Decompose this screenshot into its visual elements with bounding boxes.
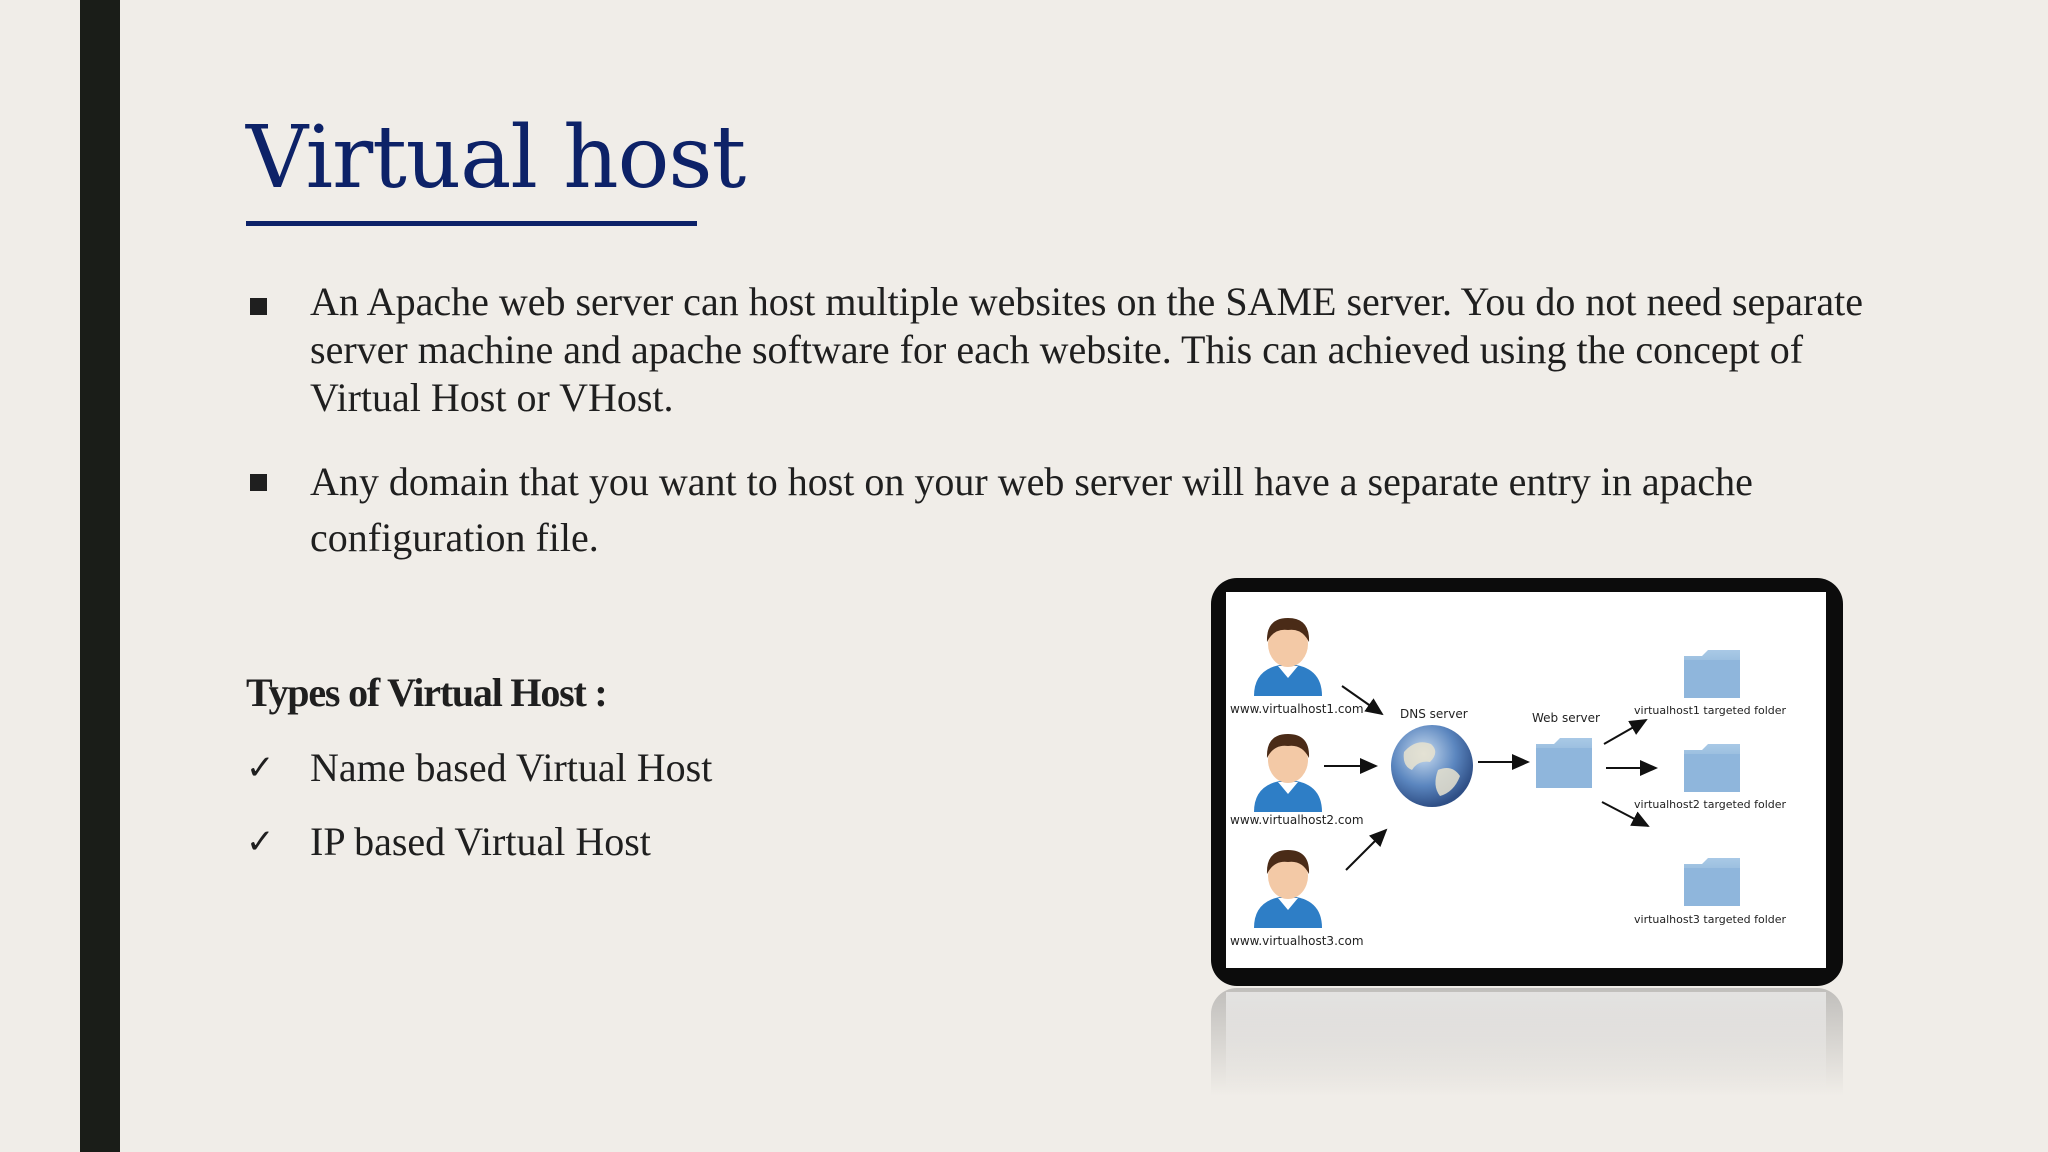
title-underline — [246, 221, 697, 226]
slide-title: Virtual host — [246, 108, 746, 208]
folder-icon — [1684, 858, 1740, 906]
type-label: Name based Virtual Host — [310, 745, 713, 790]
left-accent-bar — [80, 0, 120, 1152]
list-item: ✓ IP based Virtual Host — [246, 818, 712, 866]
globe-icon — [1391, 725, 1473, 807]
folder-label: virtualhost1 targeted folder — [1634, 704, 1787, 717]
folder-icon — [1684, 744, 1740, 792]
bullet-item: An Apache web server can host multiple w… — [246, 278, 1866, 422]
client-label: www.virtualhost2.com — [1230, 813, 1364, 827]
client-label: www.virtualhost1.com — [1230, 702, 1364, 716]
client-label: www.virtualhost3.com — [1230, 934, 1364, 948]
bullet-text: Any domain that you want to host on your… — [310, 459, 1753, 560]
square-bullet-icon — [250, 298, 267, 315]
bullet-text: An Apache web server can host multiple w… — [310, 279, 1863, 420]
checkmark-icon: ✓ — [246, 748, 275, 788]
diagram-svg: www.virtualhost1.com www.virtualhost2.co… — [1230, 618, 1787, 948]
folder-icon — [1684, 650, 1740, 698]
user-icon — [1254, 618, 1322, 696]
folder-label: virtualhost3 targeted folder — [1634, 913, 1787, 926]
arrow-icon — [1603, 719, 1648, 745]
user-icon — [1254, 734, 1322, 812]
bullet-list: An Apache web server can host multiple w… — [246, 278, 1866, 598]
web-server-label: Web server — [1532, 711, 1600, 725]
types-list: ✓ Name based Virtual Host ✓ IP based Vir… — [246, 744, 712, 892]
types-heading: Types of Virtual Host : — [246, 670, 608, 715]
checkmark-icon: ✓ — [246, 822, 275, 862]
arrow-icon — [1341, 685, 1384, 716]
list-item: ✓ Name based Virtual Host — [246, 744, 712, 792]
folder-icon — [1536, 738, 1592, 788]
reflection-screen — [1226, 992, 1826, 1102]
arrow-icon — [1345, 828, 1388, 871]
square-bullet-icon — [250, 474, 267, 491]
bullet-item: Any domain that you want to host on your… — [246, 454, 1866, 566]
dns-label: DNS server — [1400, 707, 1468, 721]
type-label: IP based Virtual Host — [310, 819, 651, 864]
folder-label: virtualhost2 targeted folder — [1634, 798, 1787, 811]
arrow-icon — [1601, 801, 1650, 827]
virtual-host-diagram: www.virtualhost1.com www.virtualhost2.co… — [1226, 592, 1826, 968]
diagram-reflection — [1211, 988, 1843, 1108]
user-icon — [1254, 850, 1322, 928]
